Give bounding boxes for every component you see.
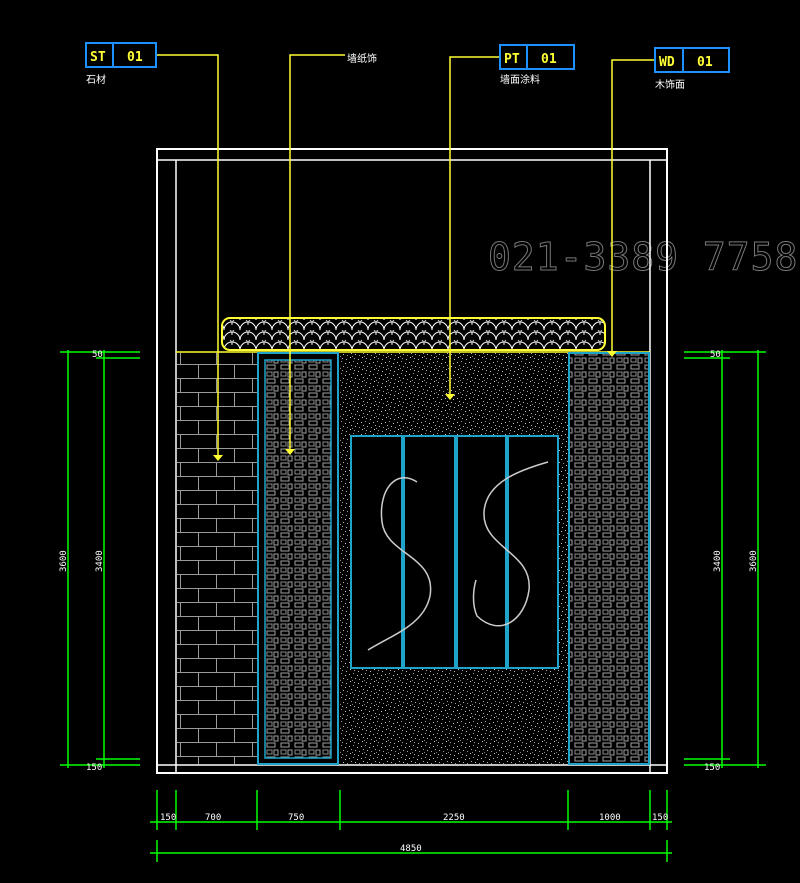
weave-panel-right xyxy=(568,352,650,765)
dim-label: 750 xyxy=(288,813,304,823)
tag-code: WD xyxy=(659,55,675,70)
leader-arrow-1 xyxy=(213,455,223,461)
dim-label: 50 xyxy=(92,350,103,360)
right-dimension-labels: 50 3400 3600 150 xyxy=(704,350,759,773)
tag-wd01: WD 01 木饰面 xyxy=(654,47,730,91)
left-dimension-chain xyxy=(60,350,140,768)
tag-box xyxy=(654,47,730,73)
dim-label: 700 xyxy=(205,813,221,823)
outer-frame xyxy=(156,148,668,774)
s-curve-right xyxy=(472,461,549,627)
dim-label: 1000 xyxy=(599,813,621,823)
dim-label: 3600 xyxy=(59,550,69,572)
dim-label: 150 xyxy=(86,763,102,773)
tag-pt01: PT 01 墙面涂料 xyxy=(499,44,575,86)
tag-st01: ST 01 石材 xyxy=(85,42,157,86)
leader-1 xyxy=(155,54,219,456)
watermark-text: 021-3389 7758 xyxy=(488,235,798,279)
dim-label: 3400 xyxy=(95,550,105,572)
glass-panel-1 xyxy=(350,435,403,669)
left-dimension-labels: 50 3600 3400 150 xyxy=(59,350,105,773)
bottom-dimension-chain xyxy=(150,790,672,862)
leader-arrow-2 xyxy=(285,449,295,455)
dim-label: 150 xyxy=(652,813,668,823)
tag-number: 01 xyxy=(697,55,713,70)
scallop-cornice xyxy=(221,317,606,351)
tag-number: 01 xyxy=(541,52,557,67)
leader-arrows xyxy=(213,351,617,461)
glass-panel-4 xyxy=(507,435,559,669)
tag-note: 石材 xyxy=(86,73,106,86)
tag-note: 木饰面 xyxy=(655,78,685,91)
total-dim-label: 4850 xyxy=(400,844,422,854)
tag-wallpaper: 墙纸饰 xyxy=(347,52,377,65)
glass-panel-2 xyxy=(403,435,456,669)
leader-3 xyxy=(449,56,500,395)
tag-code: ST xyxy=(90,50,106,65)
dim-label: 150 xyxy=(704,763,720,773)
weave-panel-left-inner xyxy=(264,359,332,759)
tag-note: 墙纸饰 xyxy=(347,52,377,65)
leaders xyxy=(155,54,655,456)
tag-number: 01 xyxy=(127,50,143,65)
tag-box xyxy=(499,44,575,70)
tag-note: 墙面涂料 xyxy=(500,73,540,86)
dim-label: 150 xyxy=(160,813,176,823)
bottom-dimension-labels: 150 700 750 2250 1000 150 4850 xyxy=(160,813,668,854)
leader-4 xyxy=(611,59,655,352)
dim-label: 2250 xyxy=(443,813,465,823)
tag-box xyxy=(85,42,157,68)
dim-label: 3400 xyxy=(713,550,723,572)
right-dimension-chain xyxy=(684,350,766,768)
dim-label: 50 xyxy=(710,350,721,360)
leader-2 xyxy=(289,54,345,450)
leader-arrow-4 xyxy=(607,351,617,357)
glass-panels xyxy=(350,435,559,669)
brick-wall xyxy=(177,353,257,764)
dim-label: 3600 xyxy=(749,550,759,572)
s-curve-left xyxy=(367,476,432,651)
glass-panel-3 xyxy=(456,435,507,669)
leader-arrow-3 xyxy=(445,394,455,400)
tag-code: PT xyxy=(504,52,520,67)
